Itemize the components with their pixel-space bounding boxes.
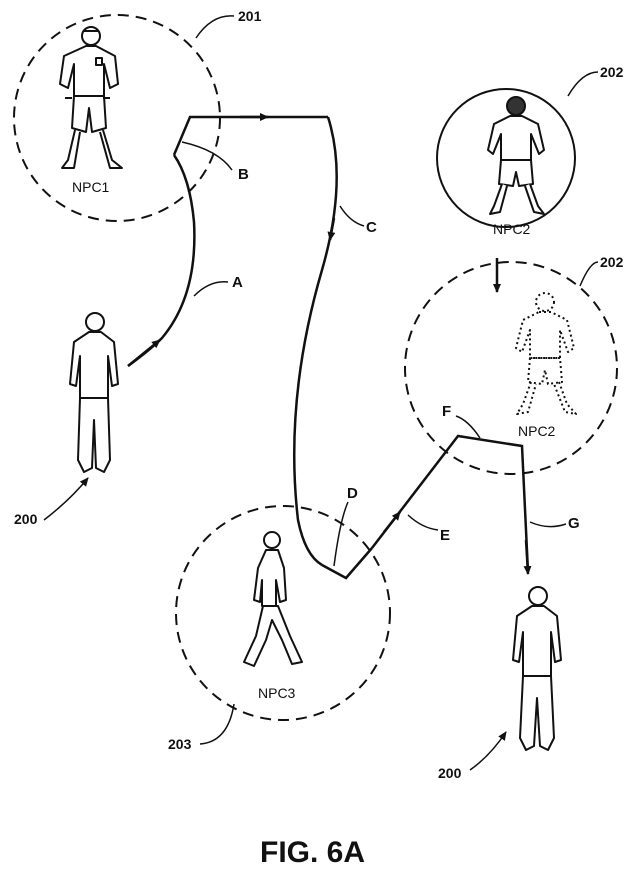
path-b: [174, 117, 328, 155]
npc3-label: NPC3: [258, 685, 296, 701]
path-label-c: C: [366, 219, 377, 236]
npc2-original-label: NPC2: [493, 221, 531, 237]
ref-200-start: 200: [14, 511, 38, 527]
leader-203: [200, 704, 234, 744]
path-label-d: D: [347, 485, 358, 502]
leader-202-top: [568, 72, 598, 96]
path-d: [322, 548, 372, 578]
leader-202-moved: [580, 262, 598, 286]
figure-caption: FIG. 6A: [260, 836, 365, 869]
ref-202-top: 202: [600, 64, 624, 80]
npc1-figure: [60, 27, 122, 168]
leader-g: [530, 522, 566, 527]
npc2-moved-figure: [516, 293, 576, 414]
path-label-e: E: [440, 527, 450, 544]
npc2-original-figure: [488, 97, 544, 214]
leader-b: [182, 142, 232, 170]
path-label-b: B: [238, 166, 249, 183]
leader-f: [456, 416, 480, 438]
leader-d: [334, 502, 348, 566]
path-e-arrow: [384, 512, 400, 532]
path-a-arrow: [128, 340, 160, 366]
leader-a: [194, 282, 228, 296]
ref-202-moved: 202: [600, 254, 624, 270]
path-e: [372, 436, 528, 572]
npc2-moved-label: NPC2: [518, 423, 556, 439]
npc2-moved-zone-circle: [405, 262, 617, 474]
ref-203: 203: [168, 736, 192, 752]
npc1-label: NPC1: [72, 179, 110, 195]
leader-200-end: [470, 732, 506, 770]
path-label-f: F: [442, 403, 451, 420]
player-end-figure: [513, 587, 561, 750]
npc3-figure: [244, 532, 302, 666]
path-label-a: A: [232, 274, 243, 291]
leader-c: [340, 206, 364, 226]
ref-201: 201: [238, 8, 262, 24]
ref-200-end: 200: [438, 765, 462, 781]
leader-e: [408, 515, 438, 530]
leader-200-start: [44, 478, 88, 520]
path-c: [294, 117, 336, 565]
path-label-g: G: [568, 515, 580, 532]
player-start-figure: [70, 313, 118, 472]
path-a: [128, 155, 194, 366]
leader-201: [196, 16, 234, 38]
